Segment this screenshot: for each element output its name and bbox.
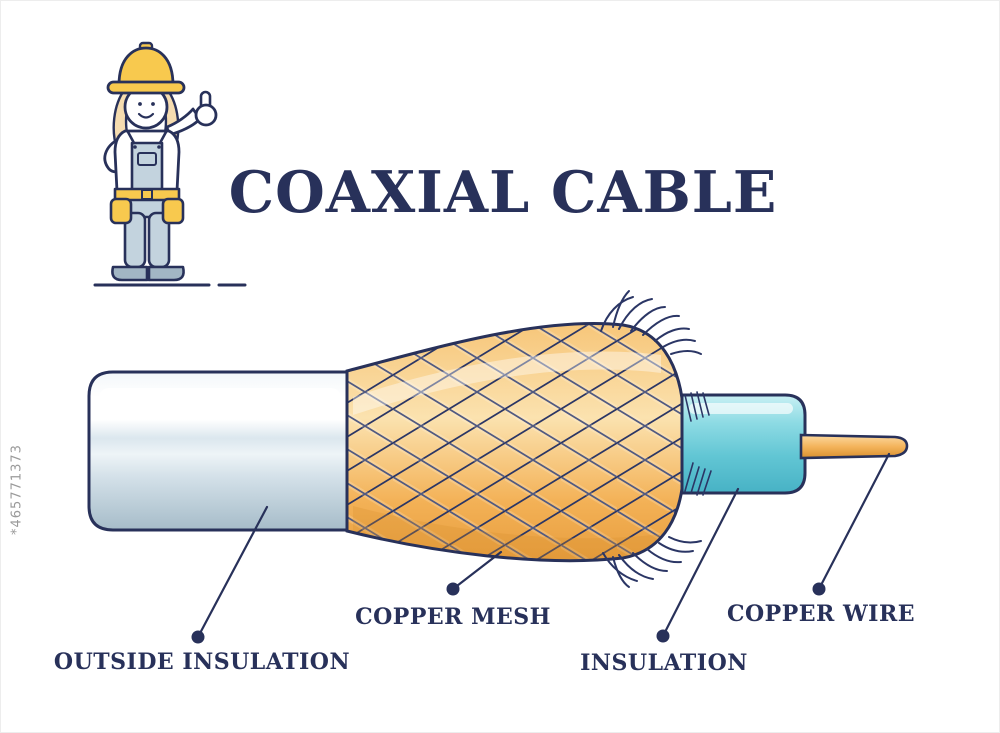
page-title: COAXIAL CABLE xyxy=(228,159,778,226)
overall-button xyxy=(157,145,161,149)
worker-smile xyxy=(137,112,155,119)
cable-inner-insulation xyxy=(680,393,807,495)
label-insulation: INSULATION xyxy=(580,650,748,676)
belt-pouch xyxy=(109,197,133,225)
worker-overall-straps xyxy=(126,130,168,145)
worker-arm-raised xyxy=(165,107,202,137)
mesh-frayed-strands-bottom xyxy=(602,536,702,588)
leader-insulation xyxy=(656,487,740,643)
leader-dot xyxy=(446,582,460,596)
worker-overalls-bib xyxy=(130,141,164,193)
leader-dot xyxy=(656,629,670,643)
inner-insulation-highlight xyxy=(689,403,793,414)
worker-shoe xyxy=(111,265,149,282)
worker-shoe xyxy=(147,265,185,282)
outer-insulation-highlight xyxy=(99,388,341,408)
mesh-wire-hatch xyxy=(684,391,712,496)
label-copper-mesh: COPPER MESH xyxy=(355,604,551,630)
leader-copper-mesh xyxy=(446,550,503,596)
worker-bib-pocket xyxy=(137,152,157,166)
mesh-shadow xyxy=(353,506,669,561)
overall-button xyxy=(133,145,137,149)
cable-outer-insulation xyxy=(87,370,349,532)
worker-eye xyxy=(138,102,142,106)
stock-watermark-number: *465771373 xyxy=(9,444,25,535)
cable-copper-wire xyxy=(799,433,909,460)
belt-pouch xyxy=(161,197,185,225)
cable-copper-mesh xyxy=(345,290,712,588)
hard-hat-icon xyxy=(117,46,175,87)
leader-lines xyxy=(191,452,891,644)
worker-illustration xyxy=(93,41,247,287)
label-copper-wire: COPPER WIRE xyxy=(726,601,916,627)
leader-copper-wire xyxy=(812,452,891,596)
mesh-highlight xyxy=(353,351,661,415)
mesh-frayed-strands-top xyxy=(600,290,702,355)
worker-eye xyxy=(151,102,155,106)
leader-dot xyxy=(812,582,826,596)
label-outside-insulation: OUTSIDE INSULATION xyxy=(53,649,351,675)
hard-hat-brim xyxy=(106,80,186,95)
leader-dot xyxy=(191,630,205,644)
leader-outer-insulation xyxy=(191,505,269,644)
worker-fist xyxy=(194,103,218,127)
belt-buckle xyxy=(141,189,153,200)
